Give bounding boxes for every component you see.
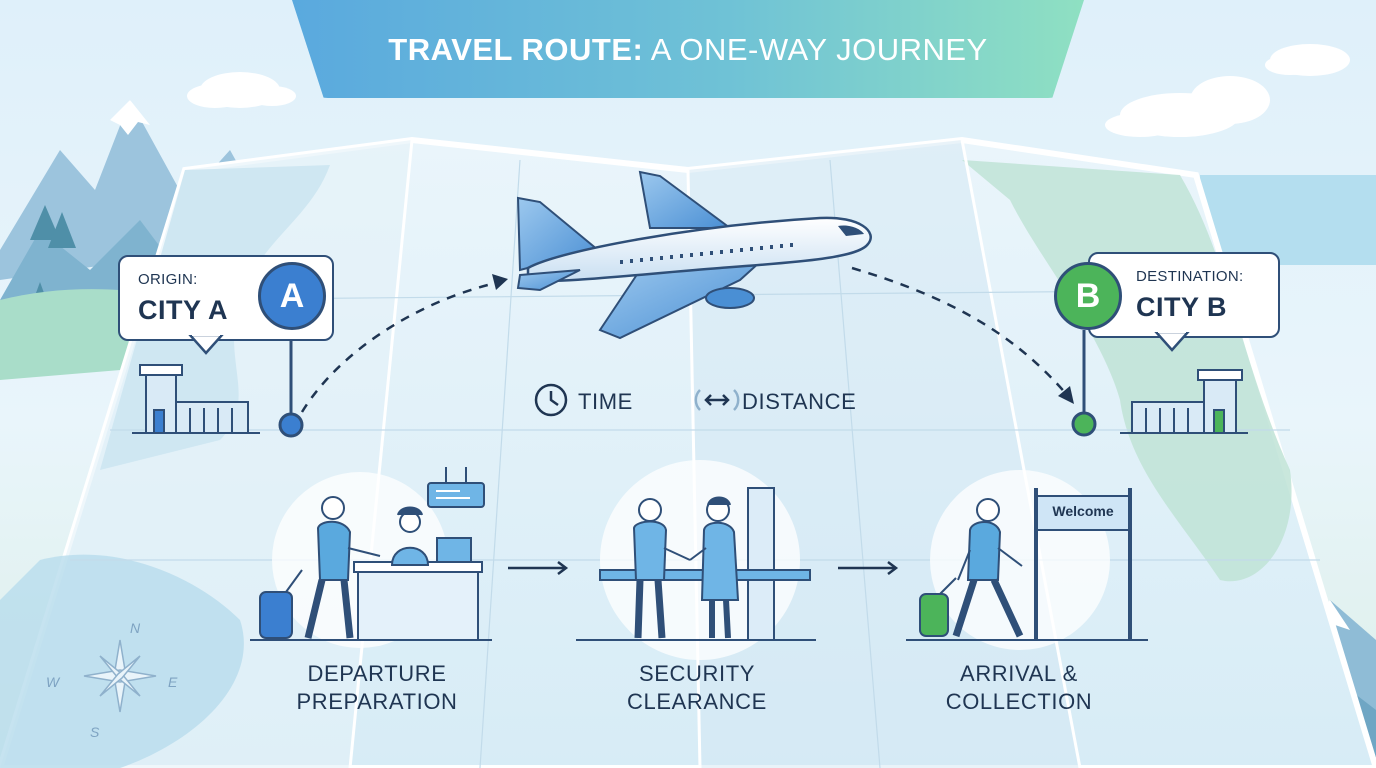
destination-label: DESTINATION: bbox=[1136, 268, 1244, 285]
check-in-desk-icon bbox=[250, 467, 492, 641]
compass-rose-icon bbox=[83, 639, 157, 713]
compass-n: N bbox=[130, 620, 141, 636]
destination-city: CITY B bbox=[1136, 292, 1228, 322]
stage-2-line2: CLEARANCE bbox=[627, 689, 767, 714]
origin-city: CITY A bbox=[138, 295, 229, 325]
sea-right bbox=[1200, 175, 1376, 265]
flight-path-inbound bbox=[851, 266, 1069, 397]
double-arrow-icon bbox=[694, 389, 740, 411]
airport-left-icon bbox=[132, 364, 260, 434]
flight-path-arrowhead bbox=[492, 274, 508, 290]
title-banner bbox=[292, 0, 1084, 98]
time-label: TIME bbox=[578, 389, 633, 414]
arrival-gate-icon bbox=[906, 488, 1148, 641]
welcome-sign-text: Welcome bbox=[1052, 503, 1114, 519]
compass-w: W bbox=[46, 674, 60, 690]
stage-2-line1: SECURITY bbox=[638, 661, 756, 686]
clock-icon bbox=[534, 383, 568, 417]
flight-path-arrowhead-2 bbox=[1058, 386, 1074, 404]
stage-3-line1: ARRIVAL & bbox=[960, 661, 1078, 686]
stage-3-line2: COLLECTION bbox=[945, 689, 1093, 714]
origin-pin bbox=[278, 330, 304, 438]
airport-right-icon bbox=[1120, 369, 1248, 434]
title-regular: A ONE-WAY JOURNEY bbox=[650, 32, 988, 67]
stage-label-departure: DEPARTURE PREPARATION bbox=[262, 660, 492, 716]
stage-label-arrival: ARRIVAL & COLLECTION bbox=[904, 660, 1134, 716]
destination-marker-badge: B bbox=[1054, 262, 1122, 330]
flight-path-outbound bbox=[300, 280, 501, 413]
origin-callout-tail bbox=[188, 335, 224, 355]
stage-label-security: SECURITY CLEARANCE bbox=[582, 660, 812, 716]
origin-marker-badge: A bbox=[258, 262, 326, 330]
compass-s: S bbox=[90, 724, 100, 740]
origin-label: ORIGIN: bbox=[138, 271, 198, 288]
distance-label: DISTANCE bbox=[742, 389, 857, 414]
page-title: TRAVEL ROUTE: A ONE-WAY JOURNEY bbox=[292, 32, 1084, 68]
title-bold: TRAVEL ROUTE: bbox=[388, 32, 644, 67]
security-checkpoint-icon bbox=[576, 487, 816, 641]
destination-callout-tail bbox=[1154, 332, 1190, 352]
destination-pin bbox=[1071, 330, 1097, 437]
airplane-icon bbox=[516, 170, 872, 340]
arrow-1-2-head bbox=[557, 561, 569, 575]
stage-1-line2: PREPARATION bbox=[296, 689, 458, 714]
compass-e: E bbox=[168, 674, 178, 690]
arrow-2-3-head bbox=[887, 561, 899, 575]
stage-1-line1: DEPARTURE bbox=[307, 661, 447, 686]
